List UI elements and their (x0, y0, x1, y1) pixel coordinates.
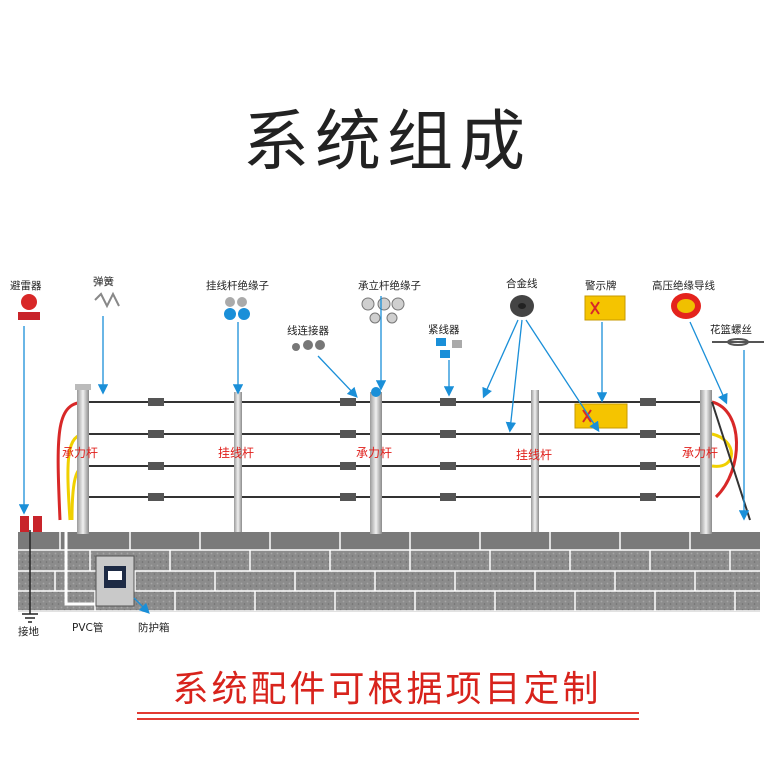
label-bearing-insulator: 承立杆绝缘子 (358, 280, 421, 292)
brick-wall (18, 532, 760, 612)
label-lightning-arrester: 避雷器 (10, 280, 42, 292)
lightning-arrester-icon (18, 294, 40, 320)
spring-icon (94, 291, 120, 309)
warning-sign-fence (574, 403, 628, 429)
protective-box (95, 555, 135, 607)
footer-slogan: 系统配件可根据项目定制 (172, 669, 602, 710)
label-line-insulator: 挂线杆绝缘子 (206, 280, 269, 292)
ground-symbol (22, 530, 38, 623)
line-pole-1 (234, 392, 242, 532)
hv-leads (56, 400, 738, 521)
bearing-insulator-icon (361, 297, 405, 324)
warning-sign-icon (584, 295, 626, 321)
label-line-pole-1: 挂线杆 (218, 446, 255, 460)
label-hv-wire: 高压绝缘导线 (652, 280, 715, 292)
label-box: 防护箱 (138, 622, 170, 634)
turnbuckle-icon (712, 338, 764, 346)
label-tensioner: 紧线器 (428, 324, 460, 336)
fence-wires (84, 401, 712, 498)
bearing-pole-left (75, 384, 91, 534)
hv-wire-icon (671, 293, 701, 319)
label-bearing-pole-left: 承力杆 (62, 446, 99, 460)
footer-underline-2 (137, 718, 639, 720)
connector-icon (292, 340, 325, 351)
label-connector: 线连接器 (287, 325, 329, 337)
label-spring: 弹簧 (93, 276, 114, 288)
label-pvc: PVC管 (72, 622, 104, 634)
wire-insulators (148, 398, 656, 501)
alloy-wire-icon (510, 295, 534, 317)
pointer-arrows (18, 296, 750, 614)
page-title: 系统组成 (243, 103, 531, 180)
label-turnbuckle: 花篮螺丝 (710, 324, 752, 336)
label-alloy-wire: 合金线 (506, 278, 538, 290)
label-bearing-pole-right: 承力杆 (682, 446, 719, 460)
label-bearing-pole-mid: 承力杆 (356, 446, 393, 460)
lightning-arrester-wall (20, 516, 42, 532)
tensioner-icon (436, 338, 462, 358)
footer-underline-1 (137, 712, 639, 714)
line-pole-2 (531, 390, 539, 532)
label-warning-sign: 警示牌 (585, 280, 617, 292)
label-line-pole-2: 挂线杆 (516, 448, 553, 462)
line-insulator-icon (224, 297, 250, 320)
label-ground: 接地 (18, 626, 39, 638)
